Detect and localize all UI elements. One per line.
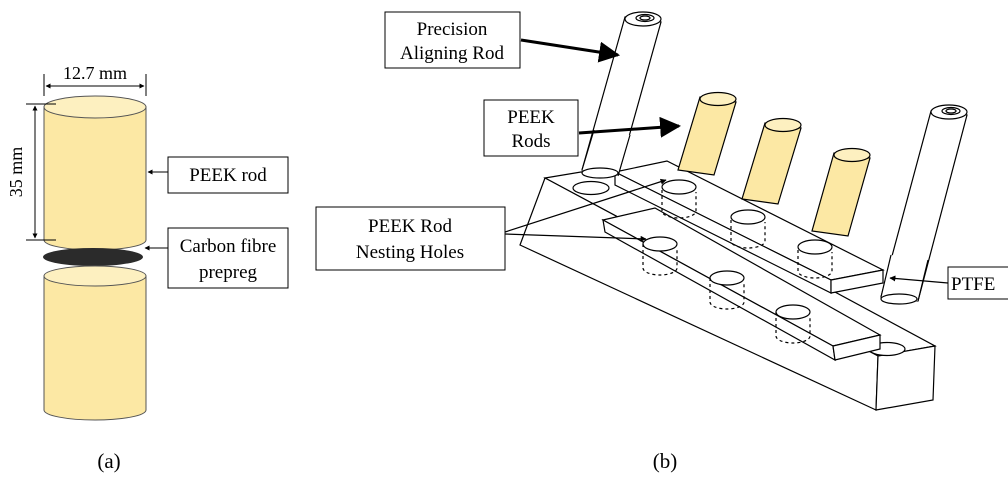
- caption-a: (a): [97, 449, 120, 473]
- nesting-hole: [661, 179, 697, 195]
- nesting-holes-label-line1: PEEK Rod: [368, 216, 452, 237]
- peek-rod-1: [677, 91, 737, 176]
- lower-peek-rod: [43, 265, 147, 421]
- prepreg-callout: Carbon fibre prepreg: [144, 227, 289, 289]
- ptfe-top-plate: [613, 160, 885, 294]
- prepreg-label-line1: Carbon fibre: [180, 236, 277, 257]
- lower-plate: [601, 207, 882, 362]
- peek-rod-3: [811, 147, 871, 237]
- height-dimension: 35 mm: [6, 103, 56, 241]
- nesting-holes-label-line2: Nesting Holes: [356, 242, 464, 263]
- aligning-rod-label-line2: Aligning Rod: [400, 43, 504, 64]
- panel-b: [519, 11, 968, 411]
- aligning-rod-callout: Precision Aligning Rod: [384, 11, 621, 69]
- nesting-holes-callout: PEEK Rod Nesting Holes: [315, 178, 667, 271]
- nesting-hole: [797, 239, 833, 255]
- height-dimension-label: 35 mm: [6, 147, 26, 198]
- width-dimension: 12.7 mm: [43, 63, 147, 96]
- prepreg-disc: [43, 248, 143, 266]
- aligning-rod-label-line1: Precision: [417, 19, 488, 40]
- ptfe-label: PTFE: [951, 274, 995, 295]
- peek-rod-callout: PEEK rod: [147, 156, 289, 194]
- prepreg-label-line2: prepreg: [199, 262, 258, 283]
- left-aligning-rod-front: [581, 129, 631, 179]
- right-aligning-rod-front: [880, 254, 929, 305]
- peek-rod-2: [741, 117, 802, 205]
- peek-rod-label: PEEK rod: [189, 165, 267, 186]
- nesting-hole: [775, 304, 811, 320]
- panel-a: 12.7 mm 35 mm PEEK rod Carbon fibre prep…: [6, 63, 289, 473]
- peek-rods-label-line1: PEEK: [507, 107, 555, 128]
- peek-rods-callout: PEEK Rods: [483, 99, 682, 157]
- ptfe-callout: PTFE: [889, 266, 1008, 300]
- caption-b: (b): [653, 449, 678, 473]
- nesting-hole: [709, 270, 745, 286]
- nesting-hole: [730, 209, 766, 225]
- width-dimension-label: 12.7 mm: [63, 63, 127, 83]
- nesting-hole: [642, 236, 678, 252]
- peek-rods-label-line2: Rods: [511, 131, 550, 152]
- upper-peek-rod: [43, 95, 147, 251]
